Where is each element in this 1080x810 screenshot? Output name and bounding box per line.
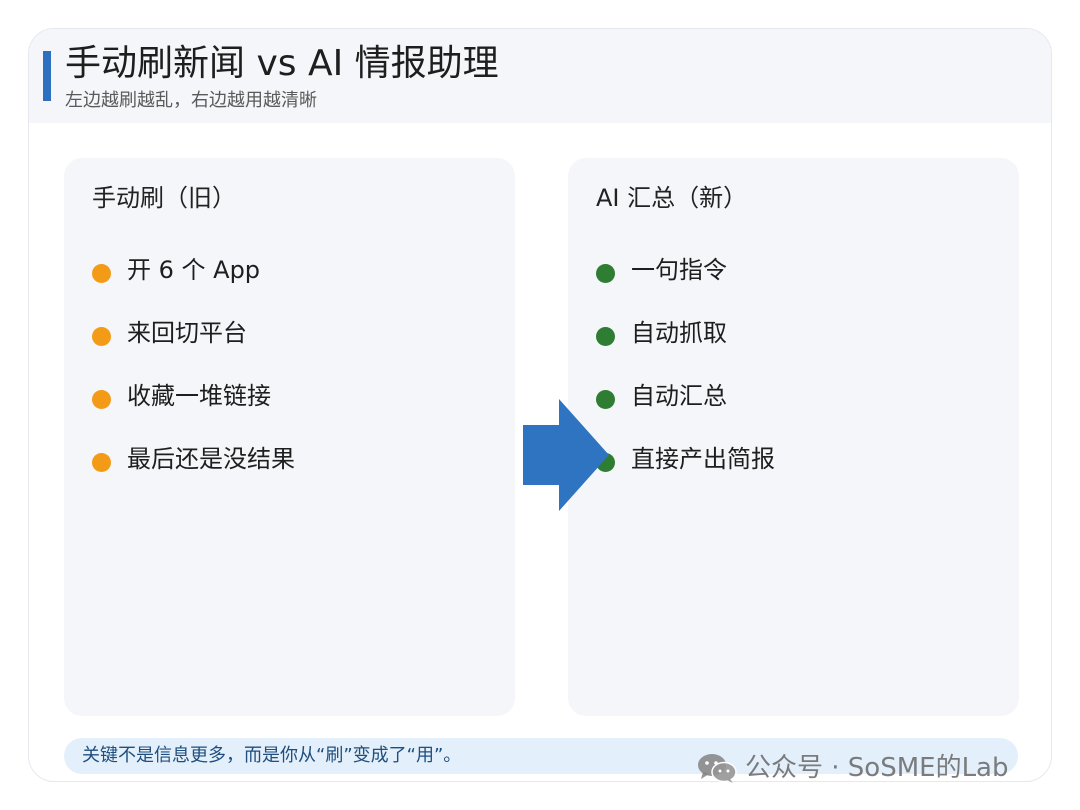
list-item: 一句指令 <box>596 254 727 286</box>
slide-header: 手动刷新闻 vs AI 情报助理 左边越刷越乱，右边越用越清晰 <box>29 29 1051 123</box>
list-item-text: 一句指令 <box>631 256 727 284</box>
green-bullet-icon <box>596 389 615 409</box>
watermark-text: 公众号 · SoSME的Lab <box>745 753 1009 783</box>
list-item: 自动抓取 <box>596 317 727 349</box>
list-item: 收藏一堆链接 <box>92 380 271 412</box>
list-item-text: 收藏一堆链接 <box>127 382 271 410</box>
list-item-text: 最后还是没结果 <box>127 445 295 473</box>
list-item: 直接产出简报 <box>596 443 775 475</box>
green-bullet-icon <box>596 326 615 346</box>
list-item-text: 来回切平台 <box>127 319 247 347</box>
key-takeaway-banner: 关键不是信息更多，而是你从“刷”变成了“用”。 <box>64 738 1018 774</box>
orange-bullet-icon <box>92 389 111 409</box>
title-accent-bar <box>43 51 51 101</box>
list-item: 来回切平台 <box>92 317 247 349</box>
list-item-text: 直接产出简报 <box>631 445 775 473</box>
manual-panel-title: 手动刷（旧） <box>92 184 236 212</box>
watermark: 公众号 · SoSME的Lab <box>697 748 1009 788</box>
ai-panel-title: AI 汇总（新） <box>596 184 748 212</box>
key-takeaway-text: 关键不是信息更多，而是你从“刷”变成了“用”。 <box>82 745 462 766</box>
orange-bullet-icon <box>92 263 111 283</box>
ai-panel: AI 汇总（新） 一句指令 自动抓取 自动汇总 直接产出简报 <box>568 158 1019 716</box>
green-bullet-icon <box>596 263 615 283</box>
manual-panel: 手动刷（旧） 开 6 个 App 来回切平台 收藏一堆链接 最后还是没结果 <box>64 158 515 716</box>
arrow-right-icon <box>523 399 609 511</box>
slide-title: 手动刷新闻 vs AI 情报助理 <box>65 43 499 84</box>
list-item-text: 开 6 个 App <box>127 256 261 284</box>
orange-bullet-icon <box>92 452 111 472</box>
slide-subtitle: 左边越刷越乱，右边越用越清晰 <box>65 90 317 111</box>
slide-card: 手动刷新闻 vs AI 情报助理 左边越刷越乱，右边越用越清晰 手动刷（旧） 开… <box>28 28 1052 782</box>
list-item: 自动汇总 <box>596 380 727 412</box>
list-item: 最后还是没结果 <box>92 443 295 475</box>
list-item-text: 自动抓取 <box>631 319 727 347</box>
orange-bullet-icon <box>92 326 111 346</box>
list-item-text: 自动汇总 <box>631 382 727 410</box>
list-item: 开 6 个 App <box>92 254 260 286</box>
wechat-icon <box>698 754 737 783</box>
